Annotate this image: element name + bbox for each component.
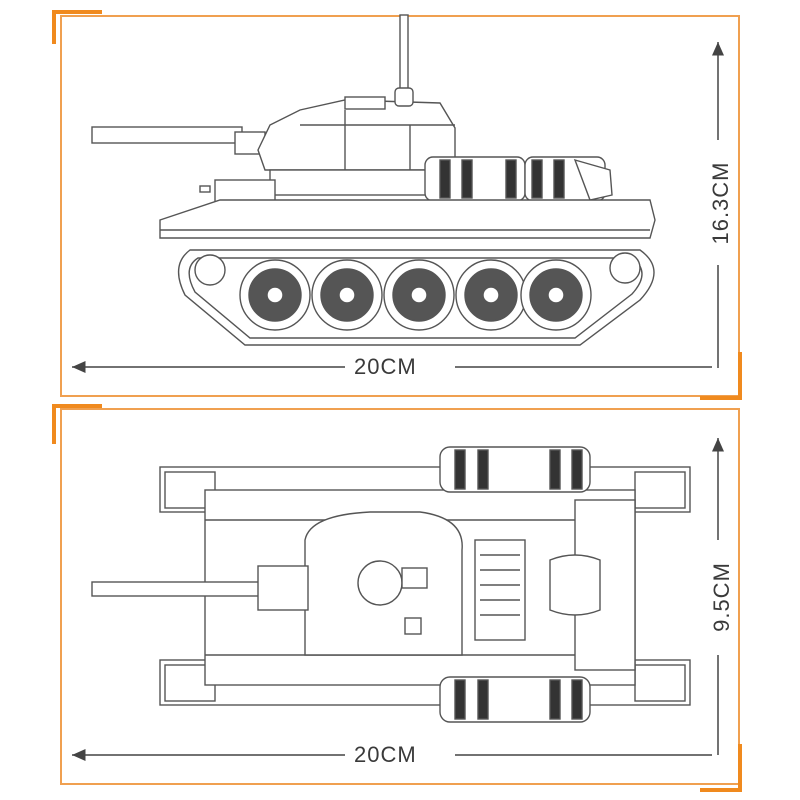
hull bbox=[159, 199, 656, 239]
gun-barrel-top bbox=[91, 581, 268, 597]
fuel-drum-left bbox=[424, 156, 526, 202]
corner-accent-mid-right-h bbox=[700, 396, 742, 400]
commander-hatch bbox=[357, 560, 403, 606]
antenna bbox=[399, 14, 409, 101]
tank-top-view bbox=[91, 446, 691, 723]
corner-accent-bottom-right-h bbox=[700, 788, 742, 792]
top-width-label: 20CM bbox=[348, 742, 423, 768]
corner-accent-mid-right bbox=[738, 352, 742, 400]
top-view-frame bbox=[60, 408, 740, 785]
corner-accent-bottom-right bbox=[738, 744, 742, 792]
drive-sprocket bbox=[609, 252, 641, 284]
fuel-drums-top bbox=[439, 446, 591, 723]
tank-side-view bbox=[91, 14, 656, 346]
engine-deck bbox=[474, 539, 526, 641]
corner-accent-top-left bbox=[52, 10, 56, 44]
side-width-label: 20CM bbox=[348, 354, 423, 380]
corner-accent-lower-left bbox=[52, 404, 56, 444]
gun-barrel bbox=[91, 126, 243, 144]
idler-wheel bbox=[194, 254, 226, 286]
turret bbox=[257, 99, 456, 171]
side-height-label: 16.3CM bbox=[708, 144, 734, 262]
road-wheels bbox=[239, 259, 592, 331]
corner-accent-lower-left-h bbox=[52, 404, 102, 408]
fuel-drum-right bbox=[524, 156, 613, 202]
corner-accent-top-left-h bbox=[52, 10, 102, 14]
top-height-label: 9.5CM bbox=[709, 553, 735, 641]
